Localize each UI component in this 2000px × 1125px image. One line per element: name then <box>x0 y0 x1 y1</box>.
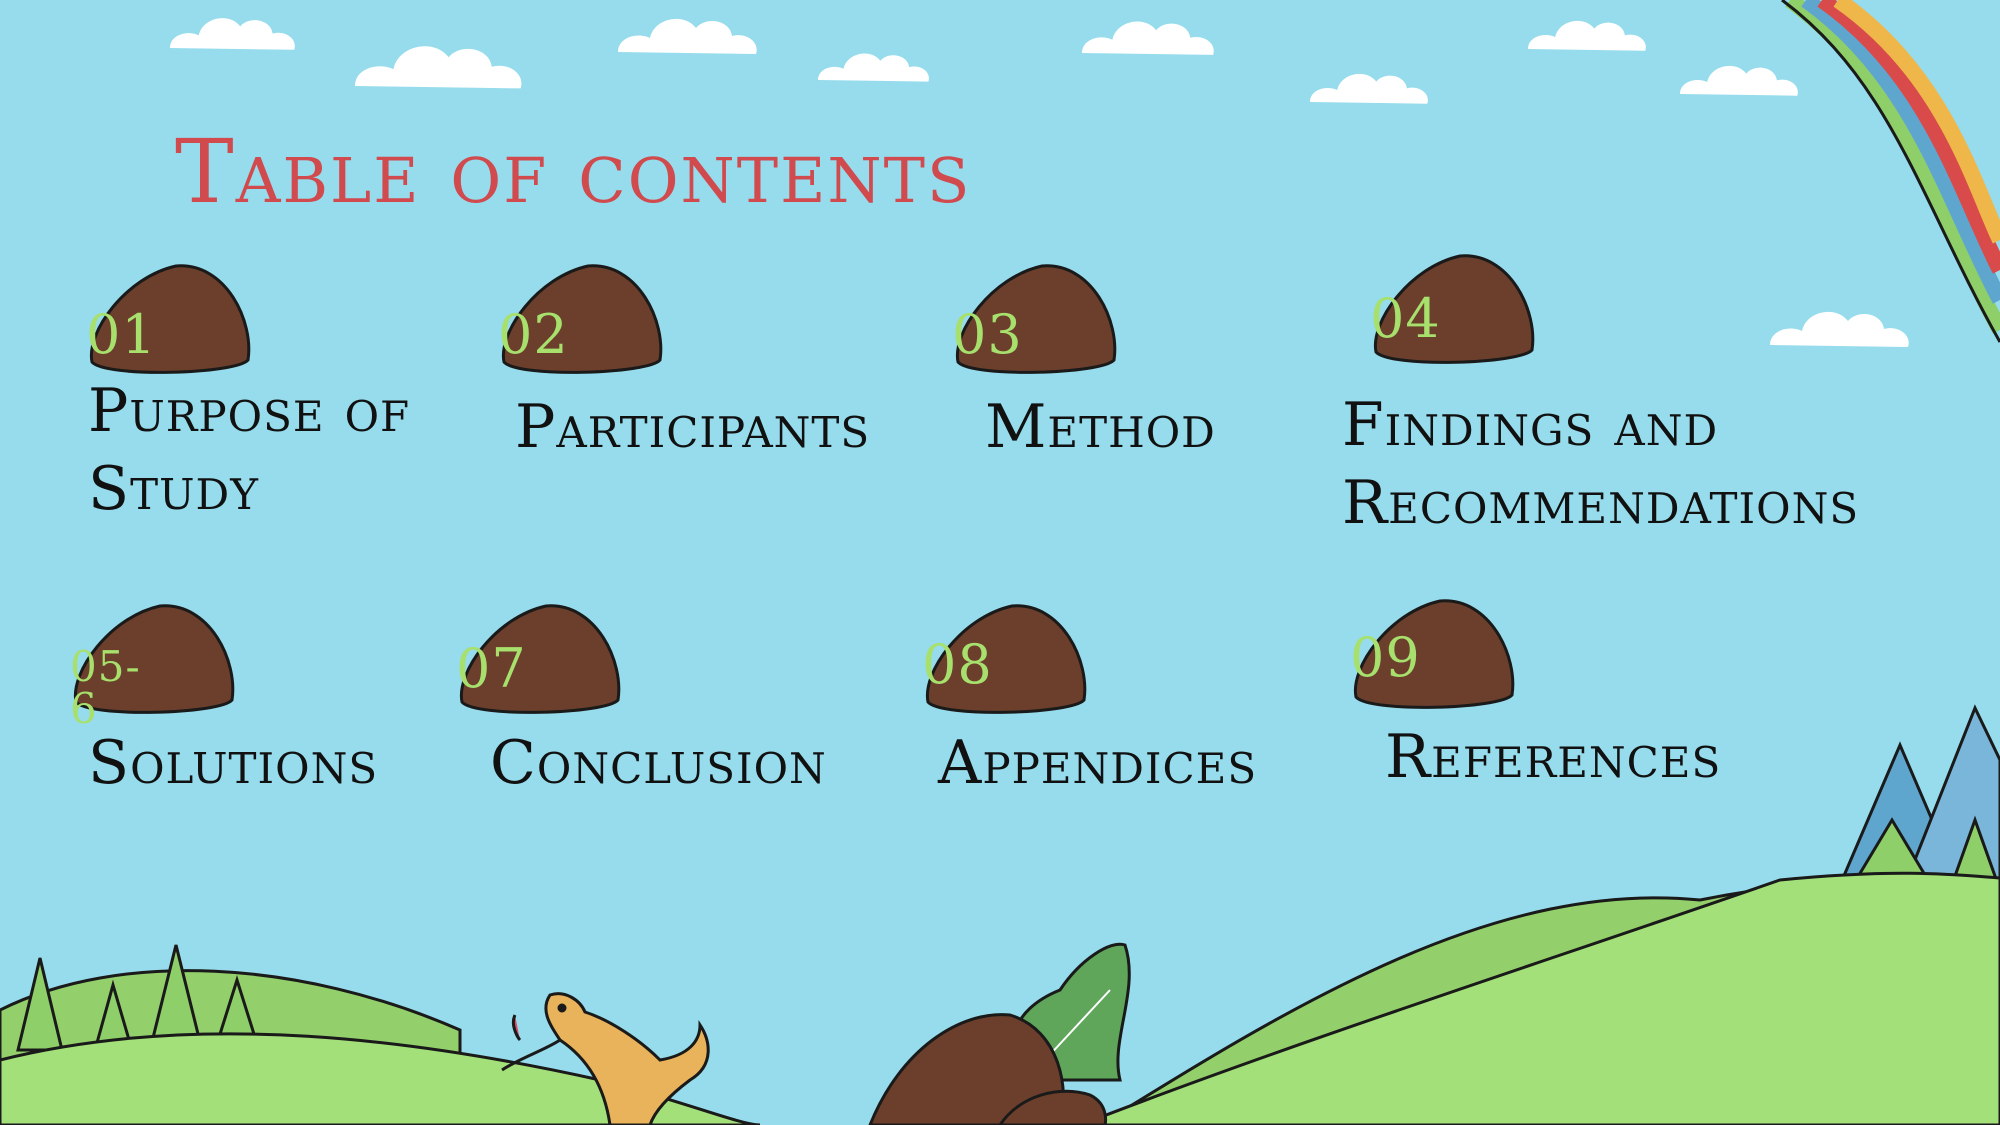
boulder-icon <box>1353 599 1515 709</box>
boulder-icon <box>501 264 663 374</box>
cloud-icon <box>1770 311 1909 347</box>
boulder-icon <box>1373 254 1535 364</box>
cloud-icon <box>355 46 522 89</box>
section-label-appendices: Appendices <box>938 728 1258 798</box>
section-label-findings-and-recommendations: Findings and Recommendations <box>1342 386 1859 542</box>
cloud-icon <box>1528 20 1646 51</box>
section-label-line: Purpose of <box>88 376 411 446</box>
section-label-method: Method <box>985 392 1216 462</box>
cloud-icon <box>1082 21 1214 55</box>
boulder-icon <box>925 604 1087 714</box>
section-label-conclusion: Conclusion <box>490 728 827 798</box>
hills-icon <box>0 1032 761 1125</box>
cloud-icon <box>818 53 929 82</box>
boulder-icon <box>868 1013 1108 1125</box>
boulder-icon <box>459 604 621 714</box>
section-label-line: Findings and <box>1342 390 1719 460</box>
hills-icon <box>1079 871 2000 1125</box>
section-label-solutions: Solutions <box>88 728 379 798</box>
section-label-purpose-of-study: Purpose of Study <box>88 372 410 528</box>
cloud-icon <box>1680 65 1798 96</box>
cloud-icon <box>170 18 295 50</box>
cloud-icon <box>1310 73 1428 104</box>
section-label-references: References <box>1385 722 1722 792</box>
boulder-icon <box>89 264 251 374</box>
boulder-icon <box>73 604 235 714</box>
cloud-icon <box>618 18 757 55</box>
boulder-icon <box>955 264 1117 374</box>
rainbow-icon <box>1781 0 2000 343</box>
section-label-line: Recommendations <box>1342 468 1860 538</box>
dog-icon <box>501 992 710 1125</box>
section-label-participants: Participants <box>515 392 871 462</box>
page-title: Table of contents <box>175 120 972 223</box>
section-label-line: Study <box>88 454 259 524</box>
